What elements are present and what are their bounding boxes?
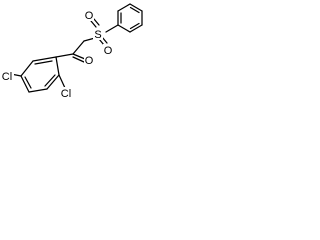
phenyl-bond <box>117 24 131 33</box>
phenyl-bond <box>117 3 131 12</box>
ring-bond <box>20 60 34 77</box>
ring-bond <box>55 56 60 76</box>
ring-double-bond <box>34 60 53 65</box>
ring-bond <box>20 75 30 93</box>
ring-cl-bond <box>58 74 66 89</box>
ring-double-bond <box>44 74 56 87</box>
ring-bond <box>32 56 57 62</box>
phenyl-double-bond <box>129 22 140 30</box>
dichlorophenyl-ring <box>10 56 66 93</box>
carbonyl-double-bond <box>72 56 85 63</box>
chlorine-para-label: Cl <box>2 71 12 83</box>
sulfonyl-oxygen-lower-label: O <box>104 45 113 57</box>
ring-bond <box>46 74 60 90</box>
carbonyl-ring-bond <box>55 53 74 58</box>
ring-double-bond <box>24 76 32 89</box>
ch2-carbonyl-bond <box>72 40 85 55</box>
carbonyl-oxygen-label: O <box>85 55 94 67</box>
atom-labels: S O O O Cl Cl <box>0 9 113 100</box>
ring-bond <box>28 88 48 93</box>
sulfonyl-oxygen-upper-label: O <box>85 10 94 22</box>
s-o-double-bond <box>90 20 97 28</box>
keto-linker <box>55 40 86 63</box>
phenyl-double-bond <box>129 6 140 14</box>
s-phenyl-bond <box>105 24 119 33</box>
carbonyl-double-bond <box>72 53 86 60</box>
s-o-double-bond <box>93 18 100 26</box>
phenyl-bond <box>129 3 143 12</box>
chemical-structure-diagram: S O O O Cl Cl <box>0 3 143 100</box>
chlorine-ortho-label: Cl <box>61 88 71 100</box>
phenyl-bond <box>129 24 143 33</box>
phenyl-ring <box>117 3 143 33</box>
sulfur-label: S <box>94 29 101 41</box>
